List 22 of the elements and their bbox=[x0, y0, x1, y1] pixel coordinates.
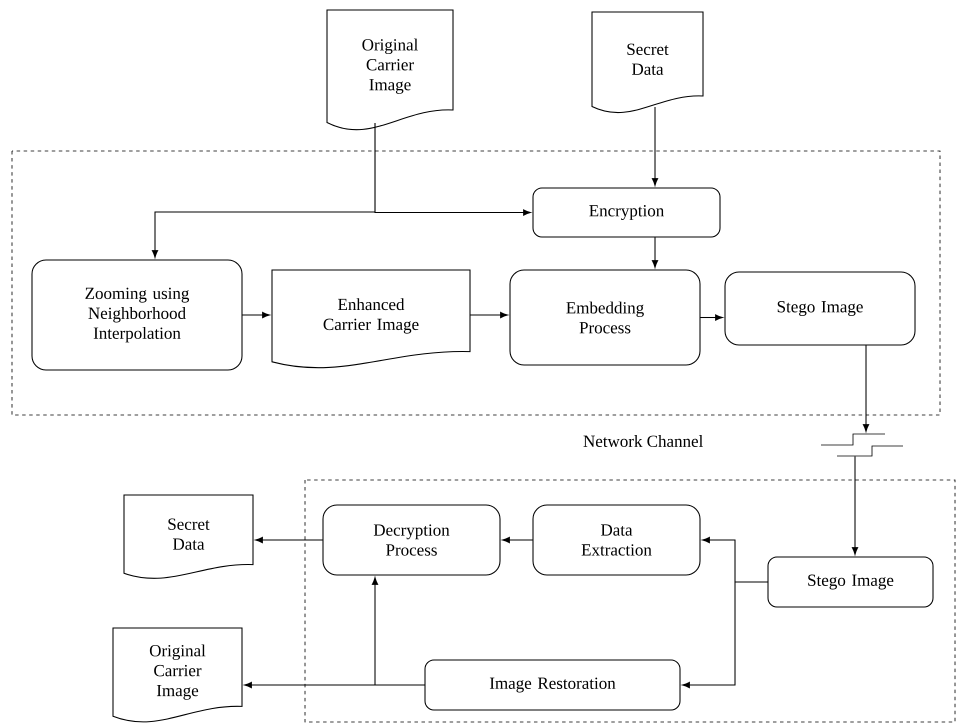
arrow bbox=[852, 456, 858, 555]
arrow bbox=[862, 346, 870, 432]
process-box: Encryption bbox=[532, 187, 721, 238]
process-box: Zooming using Neighborhood Interpolation bbox=[31, 259, 243, 371]
arrow bbox=[682, 581, 768, 688]
process-box: Stego Image bbox=[724, 271, 916, 346]
process-box: Stego Image bbox=[767, 556, 934, 608]
arrow bbox=[470, 312, 508, 318]
arrow bbox=[374, 123, 531, 216]
process-box: Image Restoration bbox=[424, 659, 681, 711]
arrow bbox=[255, 536, 322, 544]
process-box: Decryption Process bbox=[322, 504, 501, 576]
arrow bbox=[242, 312, 270, 318]
network-channel-symbol bbox=[820, 434, 904, 456]
channel-label: Network Channel bbox=[584, 435, 703, 447]
process-box: Data Extraction bbox=[532, 504, 701, 576]
process-box: Embedding Process bbox=[509, 269, 701, 366]
arrow bbox=[502, 536, 532, 544]
arrow bbox=[652, 107, 658, 186]
arrow bbox=[652, 238, 658, 268]
arrow bbox=[700, 314, 723, 321]
arrow bbox=[244, 682, 424, 688]
